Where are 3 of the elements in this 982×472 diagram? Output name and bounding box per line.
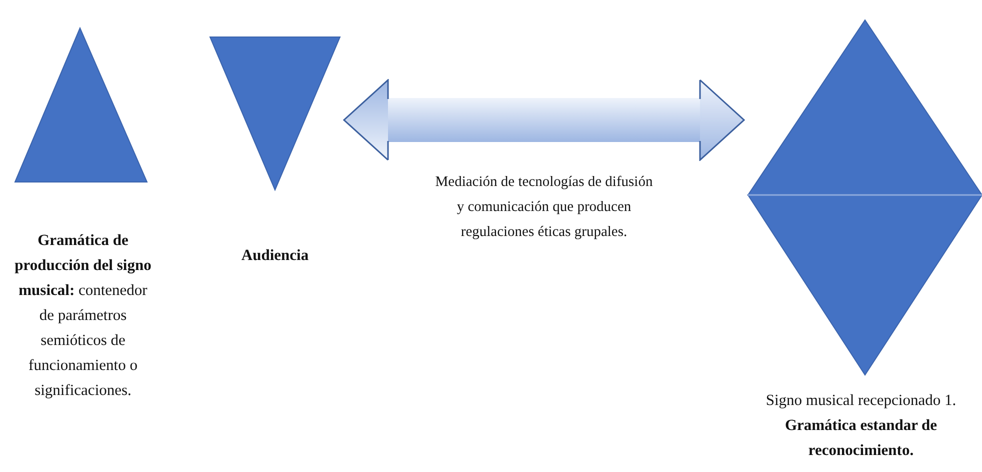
caption-text: Signo musical recepcionado 1. Gramática estandar de reconocimiento.	[764, 391, 958, 461]
caption-text: Gramática de producción del signo musical: contenedor de parámetros semióticos de funcionamiento o significaciones.	[14, 231, 152, 401]
caption-text: Audiencia	[240, 246, 310, 266]
